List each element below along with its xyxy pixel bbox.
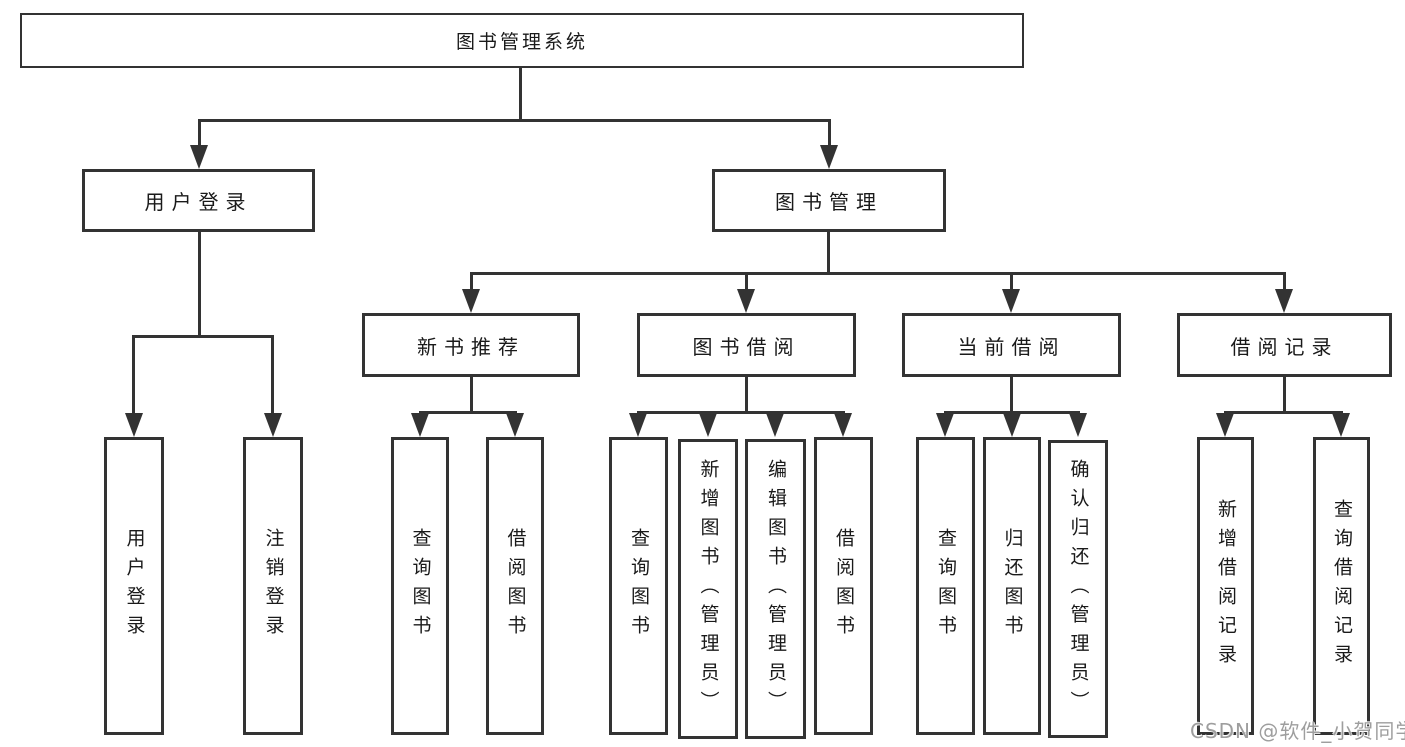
node-root: 图书管理系统 — [20, 13, 1024, 68]
connector-book-mgmt-bar — [470, 272, 1286, 275]
arrow-to-leaf-return-book — [1003, 413, 1021, 437]
arrow-to-leaf-query-books-2 — [629, 413, 647, 437]
connector-to-leaf-user-login-stub — [132, 335, 135, 415]
connector-to-new-book-rec-stub — [470, 272, 473, 292]
arrow-to-user-login — [190, 145, 208, 169]
connector-to-leaf-logout-stub — [271, 335, 274, 415]
connector-to-borrow-records-stub — [1283, 272, 1286, 292]
arrow-to-new-book-rec — [462, 289, 480, 313]
arrow-to-leaf-query-record — [1332, 413, 1350, 437]
leaf-query-books-2-label: 查询图书 — [628, 528, 650, 644]
arrow-to-leaf-query-books-3 — [936, 413, 954, 437]
node-book-mgmt-label: 图书管理 — [775, 190, 883, 214]
leaf-confirm-return-label: 确认归还（管理员） — [1067, 458, 1090, 720]
leaf-query-books-2: 查询图书 — [609, 437, 668, 735]
leaf-return-book-label: 归还图书 — [1001, 528, 1024, 644]
connector-root-to-book-mgmt-stub — [828, 119, 831, 149]
connector-new-book-rec-bar — [419, 411, 517, 414]
leaf-borrow-books-1-label: 借阅图书 — [504, 528, 527, 644]
leaf-add-record-label: 新增借阅记录 — [1215, 499, 1237, 673]
arrow-to-leaf-add-book — [699, 413, 717, 437]
node-root-label: 图书管理系统 — [455, 31, 588, 53]
leaf-edit-book-label: 编辑图书（管理员） — [765, 458, 787, 720]
arrow-to-book-borrow — [737, 289, 755, 313]
arrow-to-leaf-borrow-books-1 — [506, 413, 524, 437]
arrow-to-leaf-user-login — [125, 413, 143, 437]
node-book-mgmt: 图书管理 — [712, 169, 946, 232]
node-borrow-records: 借阅记录 — [1177, 313, 1392, 377]
arrow-to-leaf-borrow-books-2 — [834, 413, 852, 437]
connector-borrow-records-bar — [1224, 411, 1343, 414]
leaf-borrow-books-2: 借阅图书 — [814, 437, 873, 735]
connector-book-mgmt-stem — [827, 232, 830, 275]
leaf-query-record: 查询借阅记录 — [1313, 437, 1370, 735]
leaf-borrow-books-2-label: 借阅图书 — [833, 528, 855, 644]
node-current-borrow-label: 当前借阅 — [957, 334, 1066, 359]
leaf-logout-label: 注销登录 — [262, 528, 285, 644]
leaf-return-book: 归还图书 — [983, 437, 1041, 735]
connector-book-borrow-bar — [637, 411, 845, 414]
connector-borrow-records-stem — [1283, 377, 1286, 414]
leaf-query-books-1-label: 查询图书 — [409, 528, 432, 644]
leaf-borrow-books-1: 借阅图书 — [486, 437, 544, 735]
connector-current-borrow-stem — [1010, 377, 1013, 414]
arrow-to-leaf-logout — [264, 413, 282, 437]
node-new-book-rec-label: 新书推荐 — [417, 334, 525, 359]
node-book-borrow: 图书借阅 — [637, 313, 856, 377]
csdn-watermark: CSDN @软件_小贺同学 — [1190, 719, 1405, 743]
leaf-confirm-return: 确认归还（管理员） — [1048, 440, 1108, 738]
arrow-to-borrow-records — [1275, 289, 1293, 313]
leaf-query-books-3-label: 查询图书 — [935, 528, 957, 644]
arrow-to-leaf-edit-book — [766, 413, 784, 437]
leaf-logout: 注销登录 — [243, 437, 303, 735]
arrow-to-current-borrow — [1002, 289, 1020, 313]
connector-root-bar — [198, 119, 831, 122]
node-borrow-records-label: 借阅记录 — [1230, 334, 1339, 359]
connector-root-to-user-login-stub — [198, 119, 201, 149]
connector-new-book-rec-stem — [470, 377, 473, 414]
arrow-to-leaf-confirm-return — [1069, 413, 1087, 437]
arrow-to-book-mgmt — [820, 145, 838, 169]
connector-book-borrow-stem — [745, 377, 748, 414]
arrow-to-leaf-query-books-1 — [411, 413, 429, 437]
leaf-user-login-label: 用户登录 — [123, 528, 146, 644]
node-user-login: 用户登录 — [82, 169, 315, 232]
leaf-query-books-3: 查询图书 — [916, 437, 975, 735]
leaf-query-books-1: 查询图书 — [391, 437, 449, 735]
node-new-book-rec: 新书推荐 — [362, 313, 580, 377]
connector-to-book-borrow-stub — [745, 272, 748, 292]
connector-current-borrow-bar — [944, 411, 1080, 414]
connector-root-stem — [519, 68, 522, 119]
connector-to-current-borrow-stub — [1010, 272, 1013, 292]
leaf-add-book-label: 新增图书（管理员） — [697, 458, 720, 720]
node-user-login-label: 用户登录 — [144, 190, 253, 214]
leaf-edit-book: 编辑图书（管理员） — [745, 439, 806, 739]
connector-user-login-bar — [132, 335, 274, 338]
leaf-add-book: 新增图书（管理员） — [678, 439, 738, 739]
leaf-query-record-label: 查询借阅记录 — [1331, 499, 1353, 673]
leaf-add-record: 新增借阅记录 — [1197, 437, 1254, 735]
connector-user-login-stem — [198, 232, 201, 335]
arrow-to-leaf-add-record — [1216, 413, 1234, 437]
node-book-borrow-label: 图书借阅 — [692, 334, 801, 359]
node-current-borrow: 当前借阅 — [902, 313, 1121, 377]
leaf-user-login: 用户登录 — [104, 437, 164, 735]
